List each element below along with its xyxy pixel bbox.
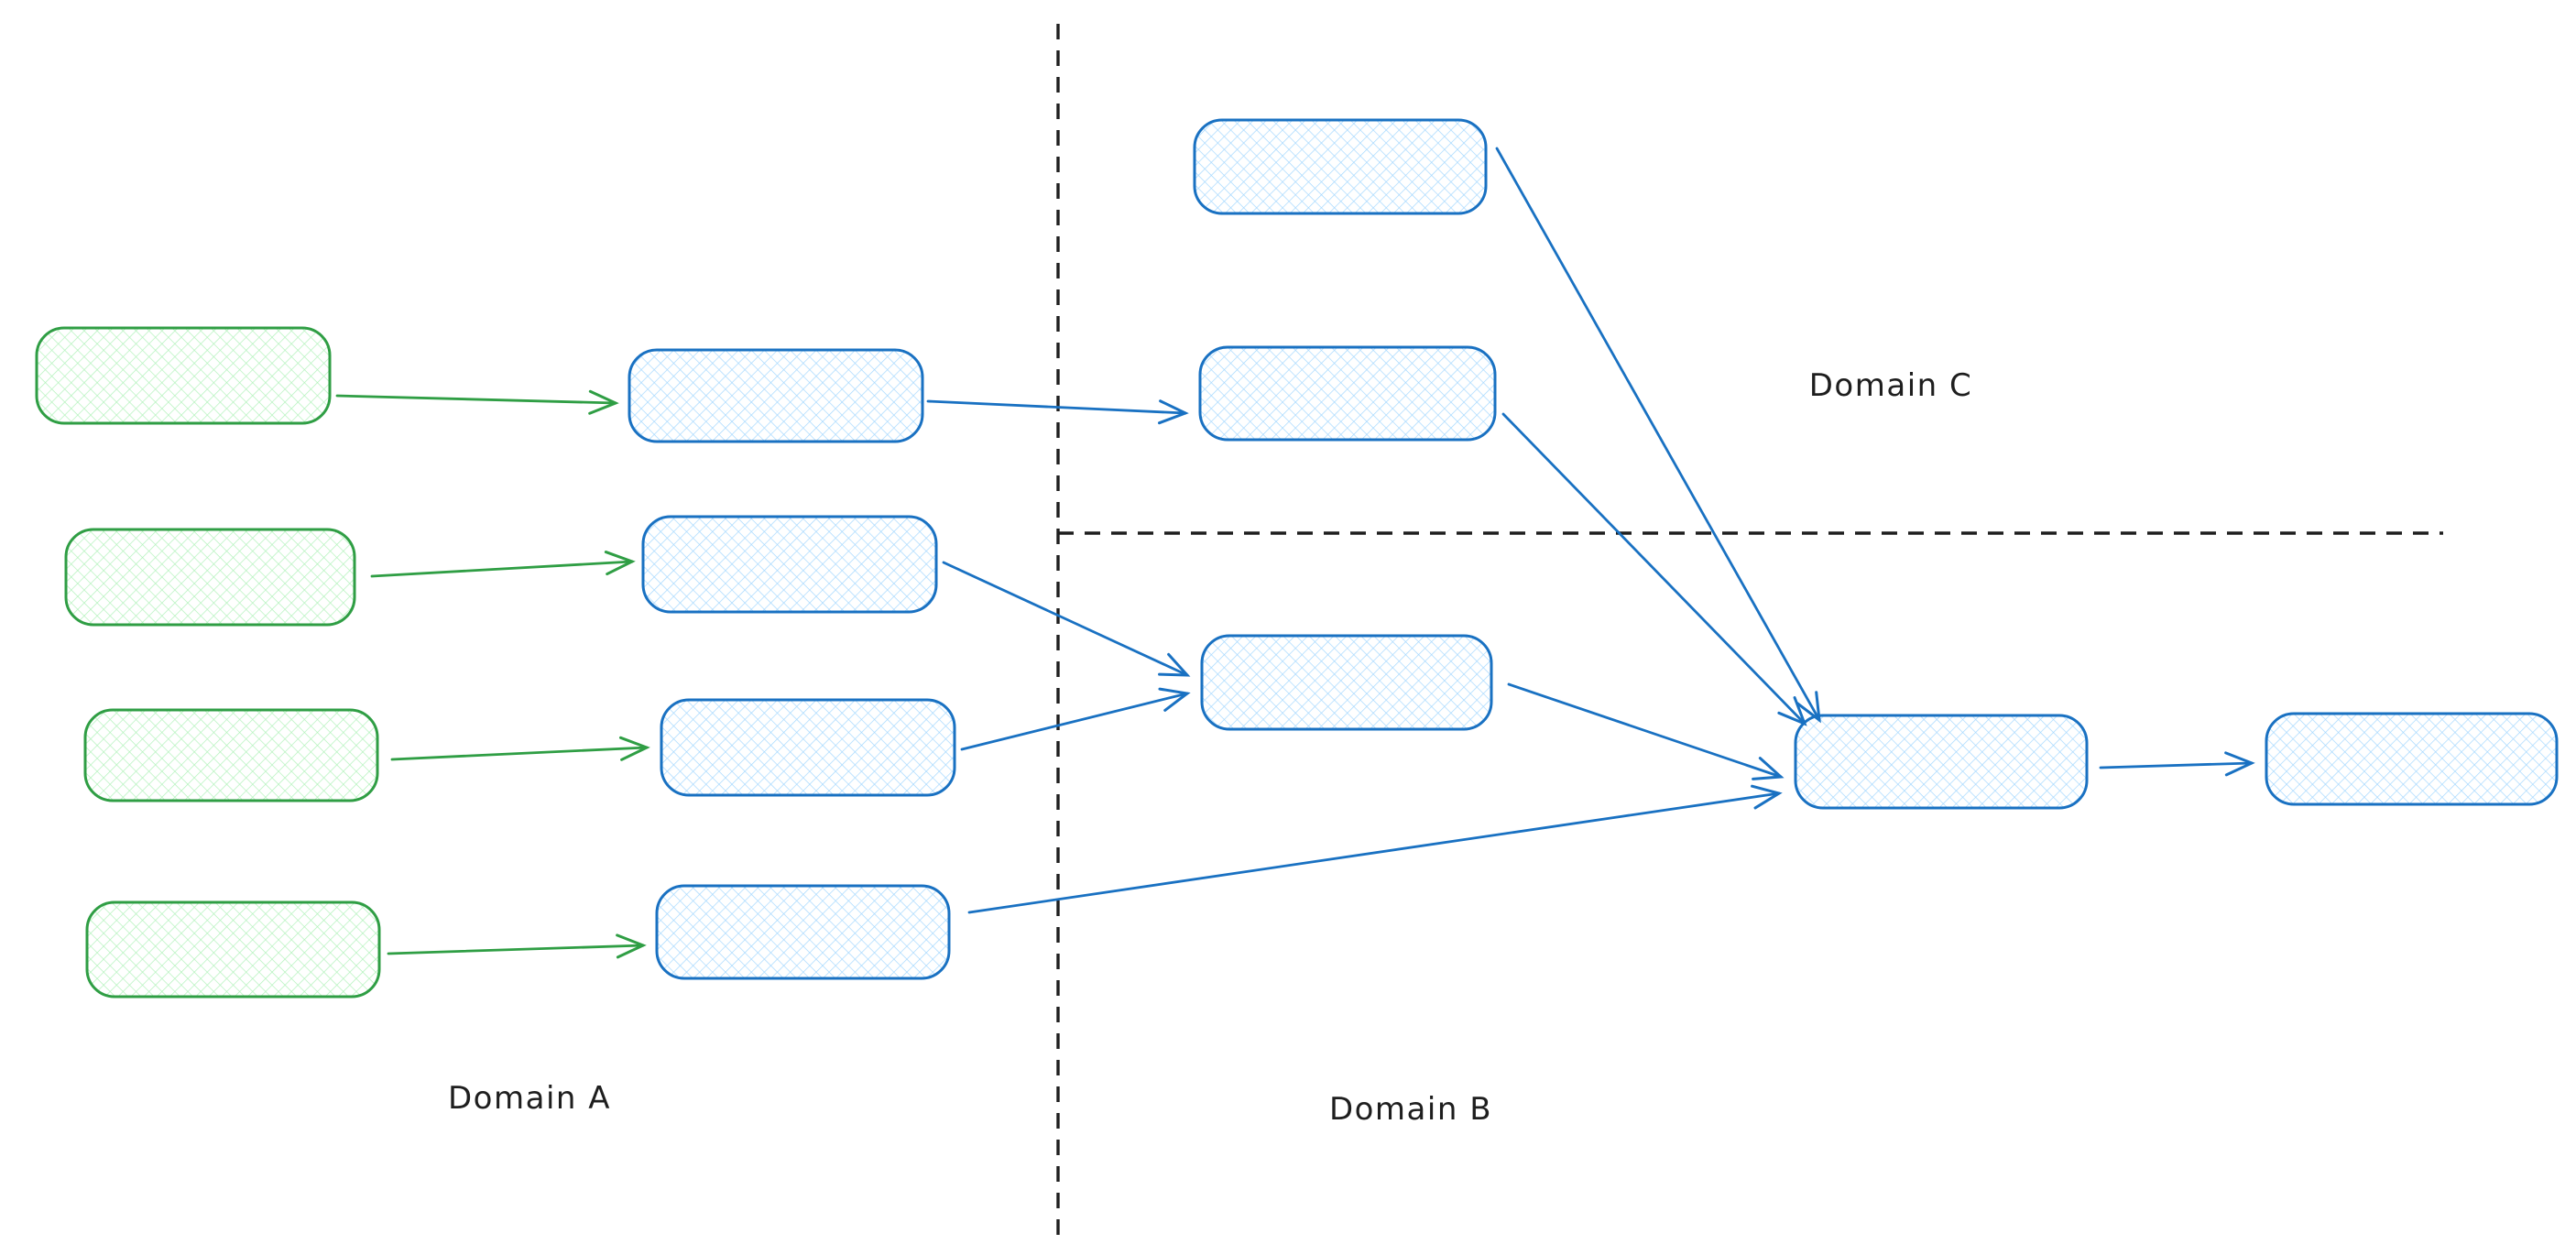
arrow-green-3-to-blue-a3 <box>390 736 650 761</box>
arrow-blue-c1-to-blue-c2 <box>2099 751 2255 777</box>
arrow-layer <box>335 147 2255 959</box>
domain-a-label: Domain A <box>448 1080 611 1117</box>
node-blue-a4 <box>655 884 951 980</box>
arrow-blue-a3-to-blue-b2 <box>960 687 1191 751</box>
arrow-blue-a1-to-blue-b1 <box>926 399 1189 425</box>
node-green-4 <box>85 900 381 999</box>
node-green-1 <box>35 326 332 425</box>
arrow-blue-b-top-to-blue-c1 <box>1495 147 1821 724</box>
domain-divider-layer <box>1056 24 2443 1237</box>
arrow-blue-b2-to-blue-c1 <box>1507 682 1785 780</box>
arrow-green-4-to-blue-a4 <box>387 933 647 959</box>
node-green-2 <box>64 528 356 627</box>
node-blue-a1 <box>628 348 924 443</box>
domain-c-label: Domain C <box>1809 367 1972 404</box>
arrow-green-2-to-blue-a2 <box>370 551 636 578</box>
arrow-green-1-to-blue-a1 <box>335 389 619 415</box>
node-blue-c2 <box>2265 712 2559 806</box>
label-layer: Domain A Domain B Domain C <box>448 367 1972 1128</box>
node-blue-c1 <box>1794 714 2089 810</box>
node-green-3 <box>83 708 379 802</box>
node-blue-a3 <box>660 698 956 797</box>
node-blue-b-top <box>1193 118 1488 215</box>
arrow-blue-a4-to-blue-c1 <box>967 784 1783 914</box>
node-blue-a2 <box>641 515 938 614</box>
domain-b-label: Domain B <box>1329 1091 1492 1128</box>
arrow-blue-b1-to-blue-c1 <box>1501 412 1807 726</box>
node-layer <box>35 118 2559 999</box>
arrow-blue-a2-to-blue-b2 <box>942 561 1191 677</box>
node-blue-b2 <box>1200 634 1493 731</box>
node-blue-b1 <box>1198 345 1497 442</box>
